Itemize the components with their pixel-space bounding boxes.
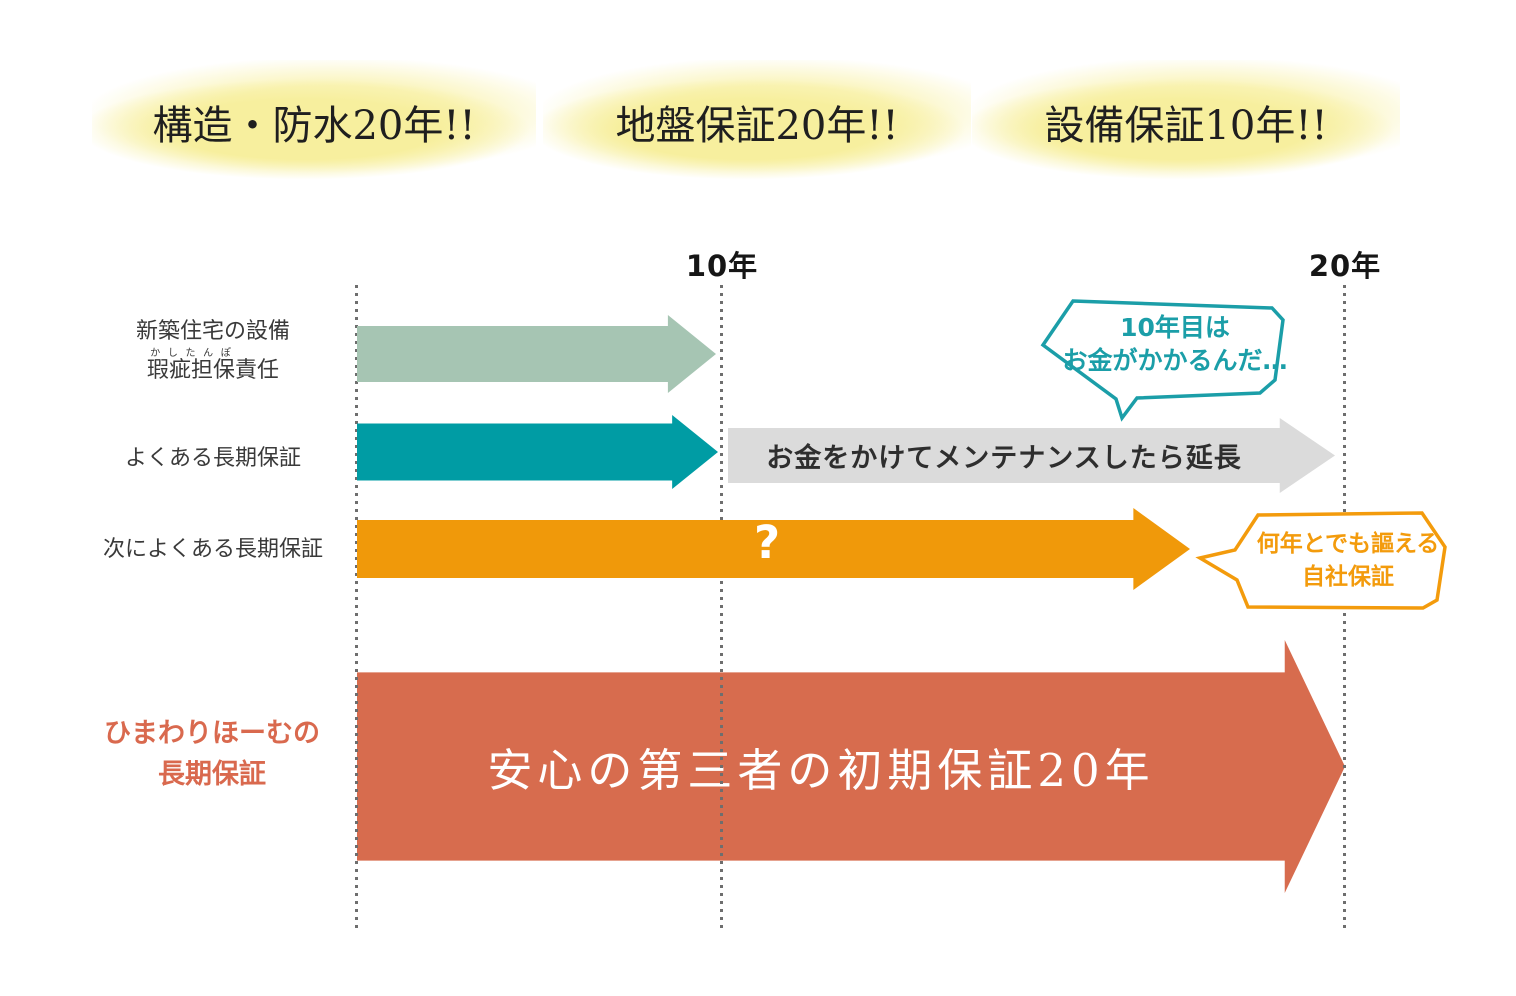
row4-label-line2: 長期保証 — [158, 758, 266, 790]
self-warranty-bubble-line1: 何年とでも謳える — [1256, 531, 1440, 557]
self-declared-warranty-arrow — [357, 508, 1190, 590]
new-house-equipment-warranty-arrow — [357, 315, 716, 393]
maintenance-cost-bubble-line1: 10年目は — [1120, 313, 1230, 342]
badge-equipment-warranty-10y: 設備保証10年!! — [972, 60, 1400, 184]
year-10-label: 10年 — [685, 249, 759, 283]
row1-label-line2-suffix: 責任 — [235, 357, 280, 383]
row-label-himawari-home-long-term-warranty: ひまわりほーむの 長期保証 — [58, 714, 366, 795]
badge-structure-waterproof-label: 構造・防水20年!! — [152, 103, 476, 149]
badge-ground-warranty-label: 地盤保証20年!! — [615, 103, 899, 149]
himawari-home-warranty-arrow: 安心の第三者の初期保証20年 — [357, 640, 1345, 893]
row1-ruby-base: 瑕疵担保 — [146, 357, 235, 383]
himawari-home-warranty-arrow-label: 安心の第三者の初期保証20年 — [487, 744, 1155, 797]
self-warranty-bubble-line2: 自社保証 — [1302, 563, 1394, 590]
common-warranty-initial-arrow — [357, 415, 718, 489]
badge-ground-warranty-20y: 地盤保証20年!! — [543, 60, 971, 184]
row-label-new-house-defect-liability: 新築住宅の設備 瑕疵担保かしたんぽ責任 — [88, 317, 338, 387]
question-mark: ? — [753, 516, 781, 569]
row1-ruby-furigana: かしたんぽ — [146, 347, 235, 359]
badge-equipment-warranty-label: 設備保証10年!! — [1044, 103, 1328, 149]
year-20-label: 20年 — [1308, 249, 1382, 283]
row-label-common-long-term-warranty: よくある長期保証 — [124, 446, 301, 471]
maintenance-cost-bubble-text: 10年目は お金がかかるんだ… — [1053, 311, 1297, 377]
paid-maintenance-extension-label: お金をかけてメンテナンスしたら延長 — [766, 443, 1242, 474]
timeline-start-dotted-line — [355, 285, 358, 931]
row-label-next-common-long-term-warranty: 次によくある長期保証 — [102, 537, 323, 562]
row1-ruby: 瑕疵担保かしたんぽ — [146, 348, 235, 383]
timeline-20y-dotted-line — [1343, 285, 1346, 931]
timeline-10y-dotted-line — [720, 285, 723, 931]
self-warranty-bubble-text: 何年とでも謳える 自社保証 — [1248, 528, 1448, 593]
badge-structure-waterproof-20y: 構造・防水20年!! — [92, 60, 536, 184]
maintenance-cost-bubble-line2: お金がかかるんだ… — [1062, 346, 1288, 375]
row4-label-line1: ひまわりほーむの — [104, 718, 320, 749]
row1-label-line1: 新築住宅の設備 — [135, 319, 290, 344]
paid-maintenance-extension-arrow: お金をかけてメンテナンスしたら延長 — [728, 418, 1335, 493]
row1-label-line2: 瑕疵担保かしたんぽ責任 — [88, 348, 338, 387]
